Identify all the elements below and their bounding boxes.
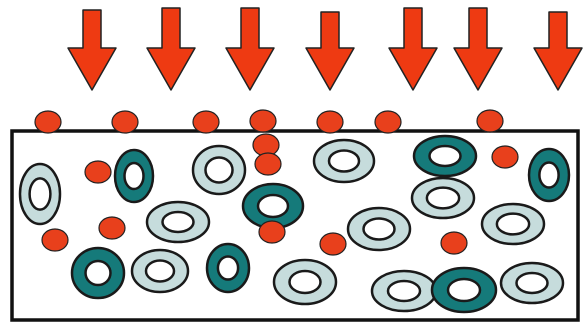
down-arrow-icon [147, 8, 195, 90]
light-ring [193, 146, 245, 194]
dark-ring [432, 268, 496, 312]
light-ring [482, 204, 544, 244]
interior-particle [441, 232, 467, 254]
dark-ring [72, 248, 124, 298]
surface-particle [112, 111, 138, 133]
dark-ring [115, 150, 153, 202]
dark-ring [529, 149, 569, 201]
interior-particle [85, 161, 111, 183]
surface-particle [250, 110, 276, 132]
down-arrow-icon [226, 8, 274, 90]
down-arrow-icon [68, 10, 116, 90]
down-arrow-icon [534, 12, 582, 90]
interior-particle [492, 146, 518, 168]
surface-particle [375, 111, 401, 133]
light-ring [501, 263, 563, 303]
down-arrow-icon [306, 12, 354, 90]
surface-particle [317, 111, 343, 133]
interior-particle [255, 153, 281, 175]
light-ring [147, 202, 209, 242]
interior-particle [259, 221, 285, 243]
surface-particle [477, 110, 503, 132]
light-ring [274, 260, 336, 304]
surface-particle [193, 111, 219, 133]
interior-particle [320, 233, 346, 255]
light-ring [372, 271, 436, 311]
interior-particle [99, 217, 125, 239]
light-ring [132, 250, 188, 292]
down-arrow-icon [389, 8, 437, 90]
light-ring [314, 140, 374, 182]
light-ring [20, 164, 60, 224]
arrows-group [68, 8, 582, 90]
interior-particle [42, 229, 68, 251]
down-arrow-icon [454, 8, 502, 90]
dark-ring [207, 244, 249, 292]
light-ring [412, 178, 474, 218]
dark-ring [414, 136, 476, 176]
surface-particle [35, 111, 61, 133]
light-ring [348, 208, 410, 250]
